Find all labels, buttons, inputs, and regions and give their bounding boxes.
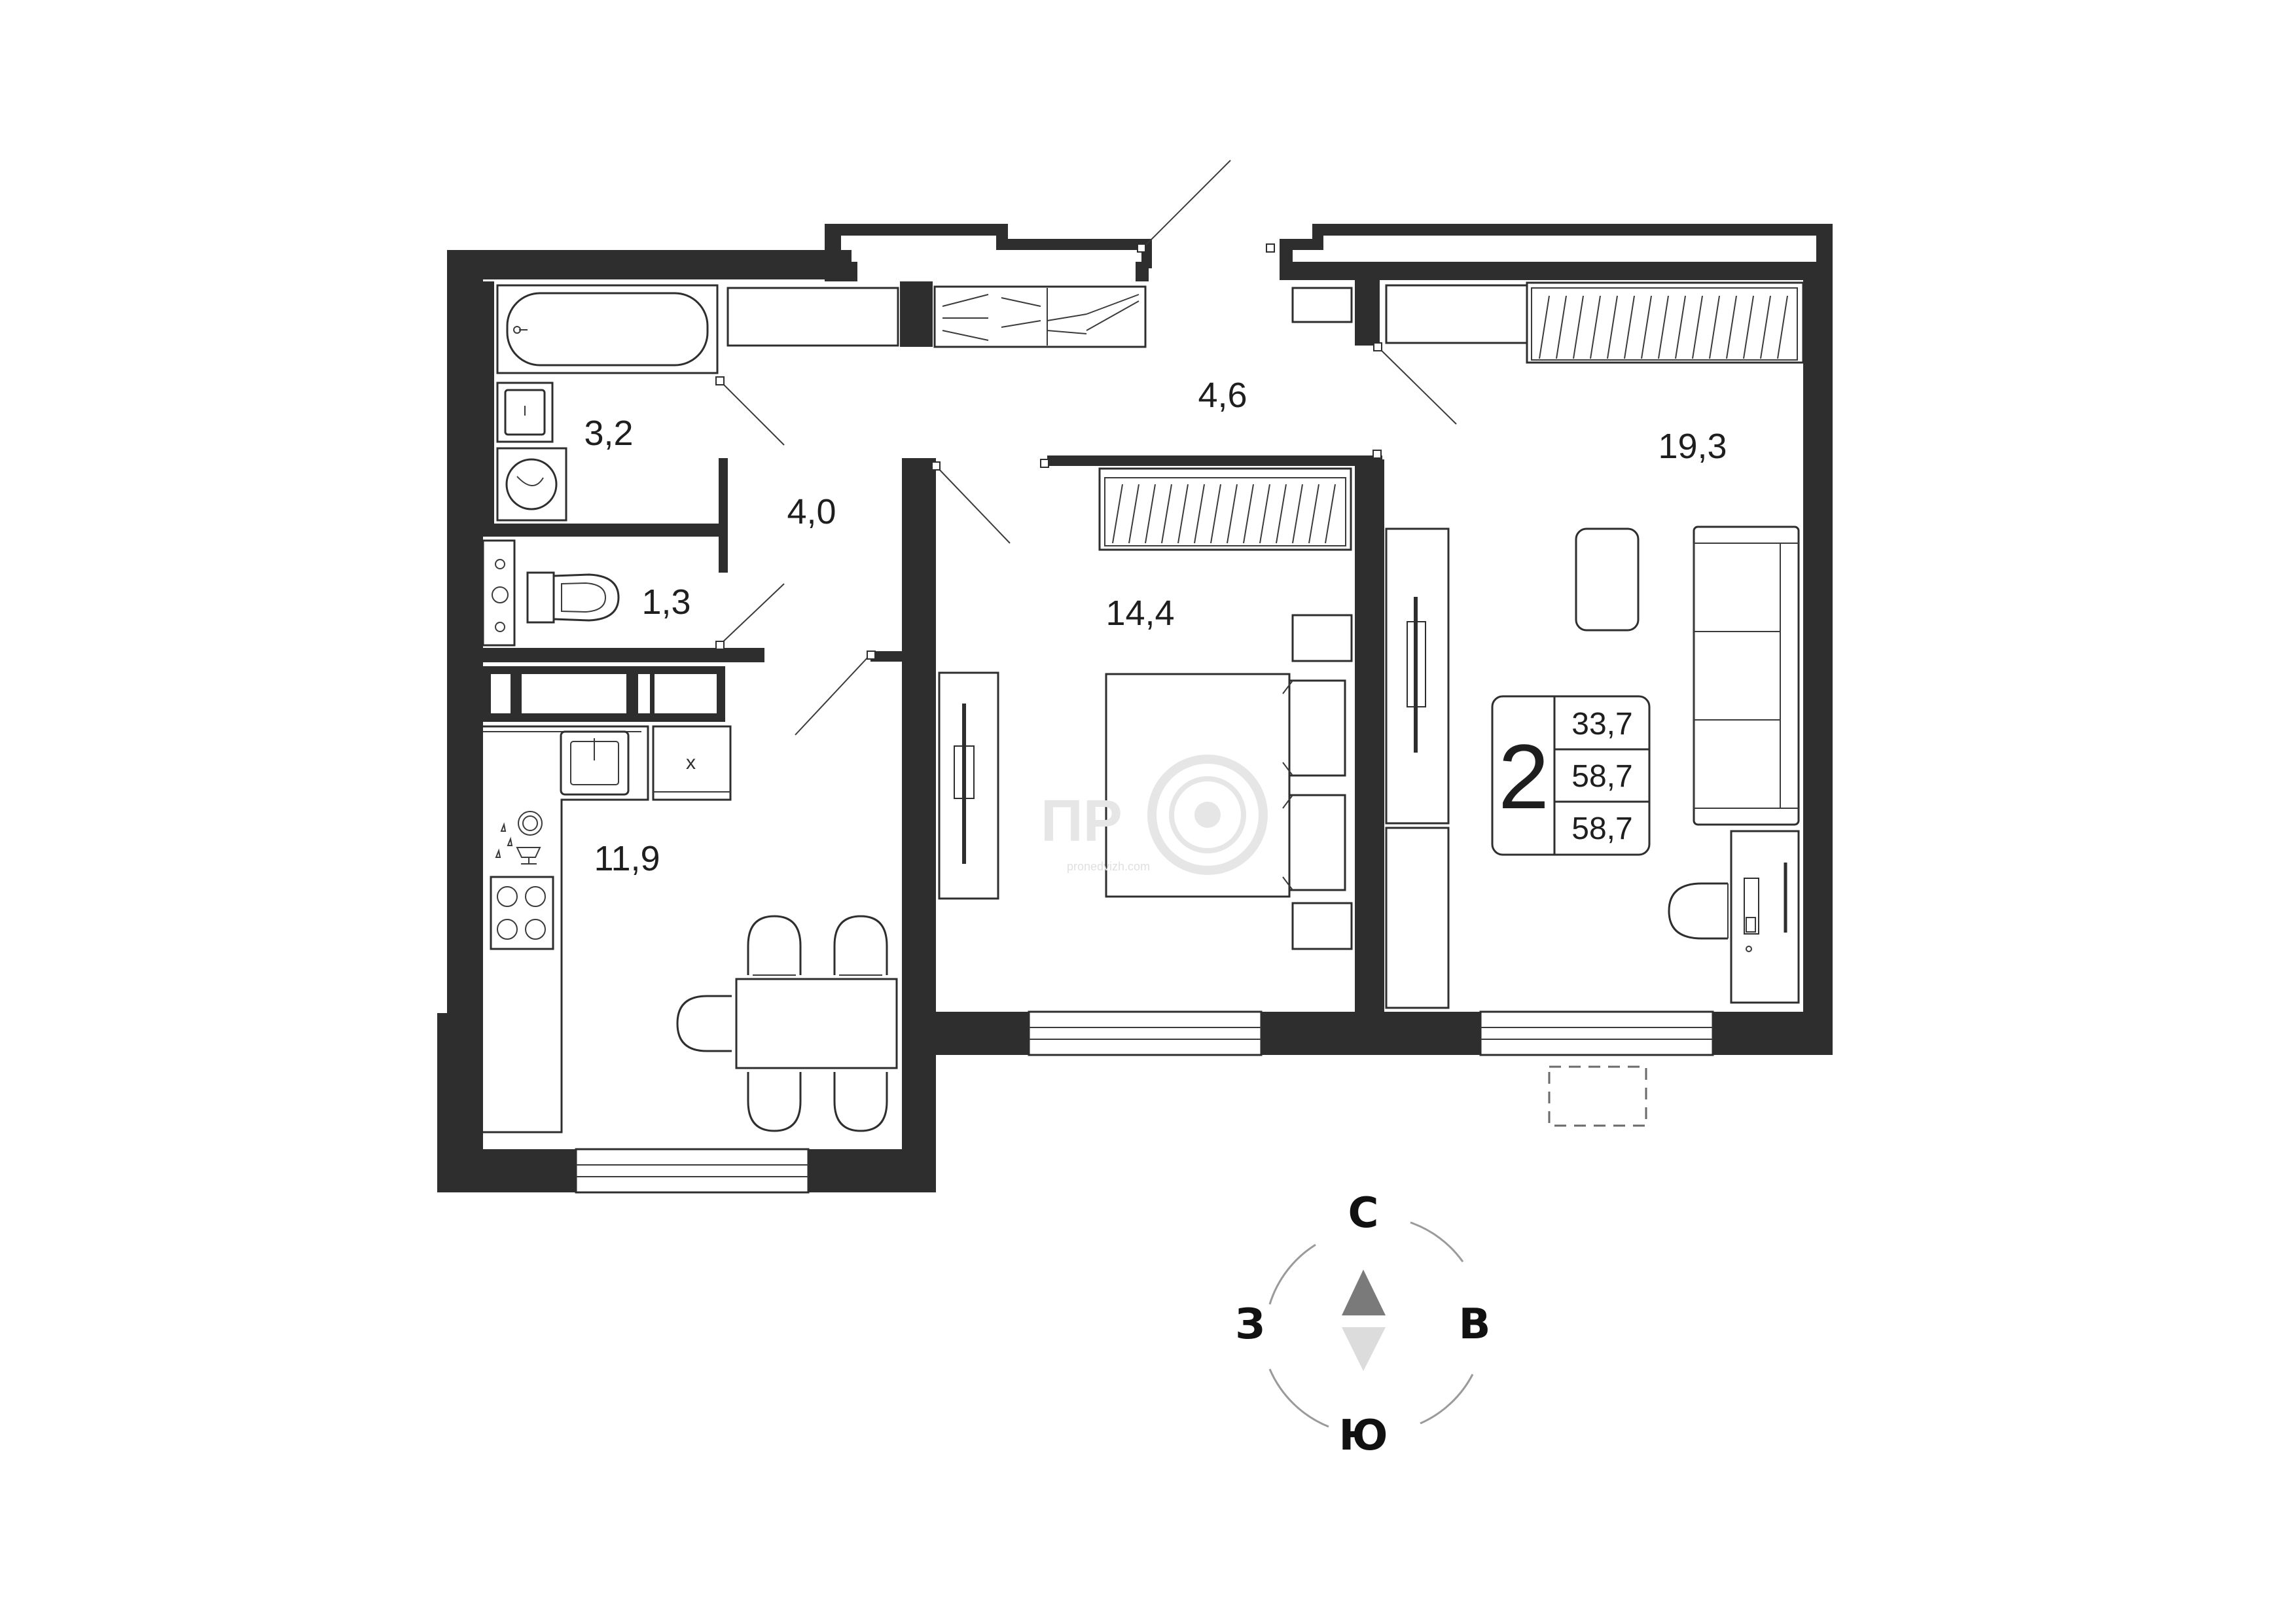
living-dresser: [1385, 284, 1528, 344]
window-kitchen: [575, 1148, 810, 1194]
toilet-bowl: [526, 571, 620, 624]
badge-total-area: 58,7: [1571, 759, 1632, 794]
window-living: [1479, 1010, 1714, 1056]
windows: [575, 1010, 1714, 1194]
compass-east: В: [1459, 1300, 1491, 1349]
compass-south-arrow-icon: [1342, 1327, 1386, 1371]
door-kitchen-swing: [795, 654, 871, 736]
door-toilet-swing: [719, 583, 785, 645]
compass: С Ю З В: [1235, 1189, 1490, 1460]
coffee-table: [1575, 527, 1640, 632]
toilet-fixtures: [482, 539, 620, 647]
door-balcony-swing: [1141, 160, 1231, 249]
air-conditioner-outline: [1548, 1065, 1647, 1127]
room-area-bathroom: 3,2: [584, 414, 633, 453]
sofa: [1693, 526, 1800, 826]
room-area-living-room: 19,3: [1658, 427, 1727, 466]
compass-west: З: [1235, 1300, 1265, 1349]
compass-north: С: [1348, 1189, 1379, 1238]
svg-text:x: x: [686, 752, 696, 774]
bathroom-sink: [496, 382, 554, 443]
door-bedroom-swing: [935, 465, 1011, 544]
desk: [1730, 830, 1800, 1004]
room-area-bedroom: 14,4: [1105, 594, 1174, 633]
door-living-swing: [1377, 346, 1457, 425]
living-wardrobe: [1526, 281, 1804, 364]
washing-machine: [496, 447, 567, 522]
kitchen-fixtures: x: [483, 674, 732, 1133]
doors: [715, 160, 1457, 736]
badge-living-area: 33,7: [1571, 707, 1632, 741]
room-labels: 3,2 4,0 4,6 1,3 14,4 19,3 11,9: [584, 376, 1727, 878]
living-small-cabinet: [1291, 287, 1353, 323]
bathroom-fixtures: [496, 284, 719, 522]
room-area-toilet: 1,3: [641, 582, 691, 622]
hall-wardrobes: [726, 285, 1147, 348]
bed: [1105, 614, 1353, 950]
watermark-site: pronedvizh.com: [1067, 860, 1150, 873]
desk-chair: [1668, 882, 1729, 940]
dining-set: [676, 915, 898, 1132]
bedroom-tv-stand: [938, 671, 999, 900]
watermark-logo-text: ПР: [1041, 789, 1122, 854]
room-area-corridor: 4,6: [1198, 376, 1247, 415]
bedroom-wardrobe: [1098, 467, 1352, 551]
badge-total-area-with-balcony: 58,7: [1571, 812, 1632, 846]
badge-rooms-count: 2: [1498, 725, 1549, 828]
bedroom-furniture: [938, 467, 1353, 950]
compass-north-arrow-icon: [1342, 1270, 1386, 1315]
window-bedroom: [1028, 1010, 1263, 1056]
room-area-kitchen: 11,9: [594, 839, 660, 878]
door-bathroom-swing: [719, 380, 785, 446]
room-area-hall: 4,0: [787, 492, 836, 531]
living-furniture: [1291, 281, 1804, 1009]
compass-south: Ю: [1338, 1412, 1388, 1460]
bathtub: [496, 284, 719, 374]
living-tv-stand: [1385, 527, 1450, 1009]
watermark-logo: ПР pronedvizh.com: [1041, 755, 1268, 875]
area-badge: 2 33,7 58,7 58,7: [1491, 695, 1651, 856]
